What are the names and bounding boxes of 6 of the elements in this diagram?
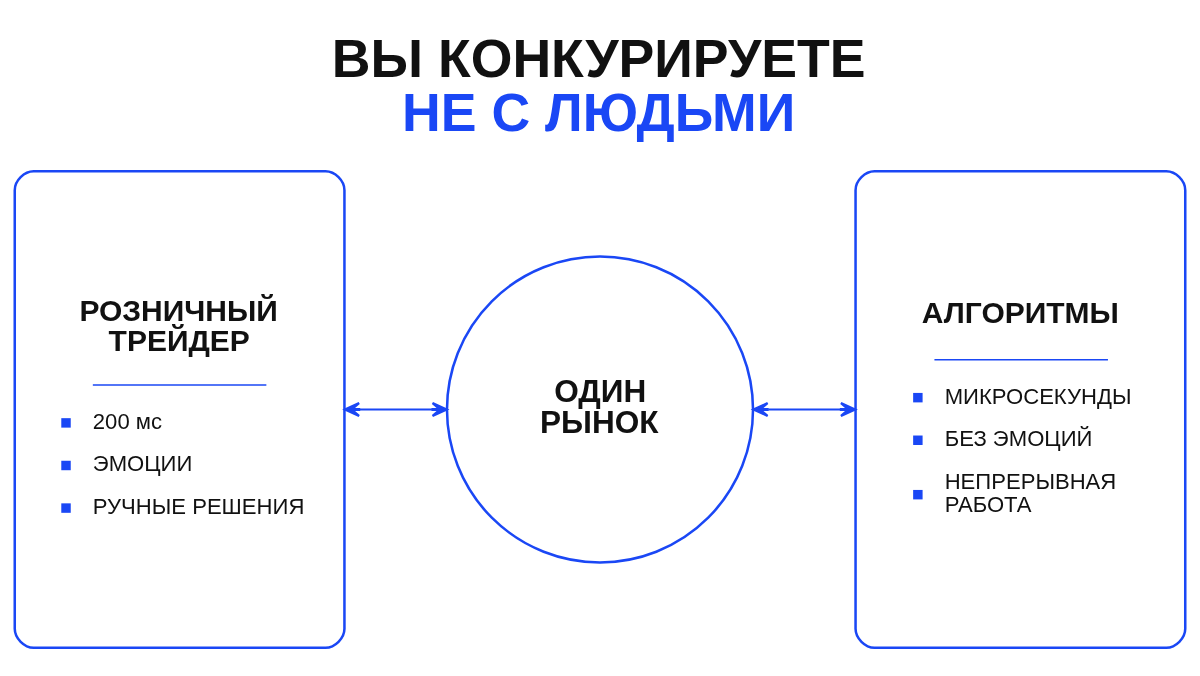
arrow [752,401,857,417]
diagram-title: ВЫ КОНКУРИРУЕТЕ НЕ С ЛЮДЬМИ [331,27,866,142]
node-box: РОЗНИЧНЫЙ ТРЕЙДЕР 200 мс ЭМОЦИИ РУЧНЫЕ РЕШЕНИЯ [13,169,346,649]
node-circle: ОДИН РЫНОК [445,254,755,564]
arrow [343,401,448,417]
node-box: АЛГОРИТМЫ МИКРОСЕКУНДЫ БЕЗ ЭМОЦИЙ НЕПРЕРЫВНАЯ РАБОТА [854,169,1187,649]
